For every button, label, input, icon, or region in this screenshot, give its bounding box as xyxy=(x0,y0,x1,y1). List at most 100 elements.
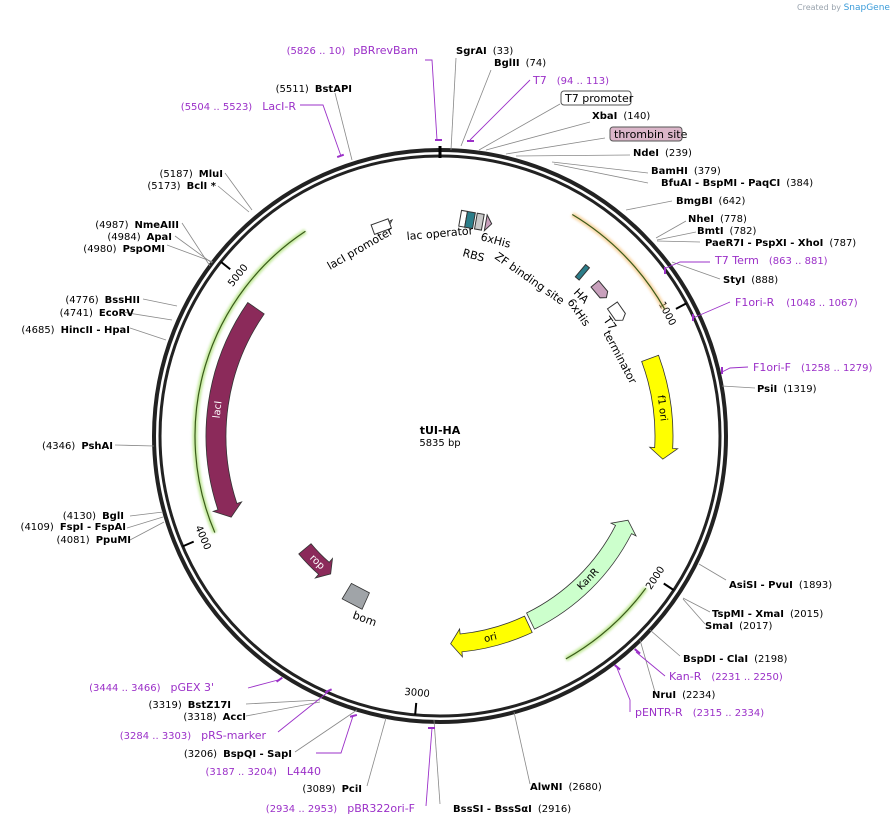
rbs-label: RBS xyxy=(461,246,486,264)
primer-f1ori-r: F1ori-R xyxy=(735,296,775,309)
site-bspqi: BspQI - SapI xyxy=(223,749,292,760)
site-bmti: BmtI xyxy=(697,226,724,237)
site-ndei: NdeI xyxy=(633,148,659,159)
svg-text:(5173)BclI *: (5173)BclI * xyxy=(147,181,216,192)
scale-tick-1000 xyxy=(675,302,688,310)
svg-text:AsiSI - PvuI(1893): AsiSI - PvuI(1893) xyxy=(729,580,832,591)
svg-text:(4346)PshAI: (4346)PshAI xyxy=(42,441,113,452)
scale-tick-3000 xyxy=(414,702,418,715)
site-ppumi: PpuMI xyxy=(96,535,131,546)
site-bsssi: BssSI - BssSαI xyxy=(453,804,532,815)
scale-tick-5000 xyxy=(220,260,231,271)
svg-text:(4776)BssHII: (4776)BssHII xyxy=(65,295,140,306)
small-features xyxy=(370,209,626,321)
site-prui: NruI xyxy=(652,690,676,701)
svg-text:pENTR-R(2315 .. 2334): pENTR-R(2315 .. 2334) xyxy=(635,706,764,719)
svg-text:NdeI(239): NdeI(239) xyxy=(633,148,692,159)
svg-text:BmtI(782): BmtI(782) xyxy=(697,226,757,237)
svg-text:BamHI(379): BamHI(379) xyxy=(651,166,721,177)
restriction-sites: SgrAI(33) BglII(74) XbaI(140) NdeI(239) … xyxy=(21,46,857,815)
lac-operator-label: lac operator xyxy=(406,224,474,243)
site-asisi: AsiSI - PvuI xyxy=(729,580,793,591)
svg-text:(4980)PspOMI: (4980)PspOMI xyxy=(83,244,165,255)
svg-text:F1ori-R(1048 .. 1067): F1ori-R(1048 .. 1067) xyxy=(735,296,858,309)
feature-label-laci: lacI xyxy=(212,400,225,419)
his-box xyxy=(473,212,485,231)
primer-t7: T7 xyxy=(532,74,547,87)
primers: (5826 .. 10)pBRrevBam T7(94 .. 113) T7 T… xyxy=(89,44,872,815)
site-fspi: FspI - FspAI xyxy=(60,522,126,533)
site-pspomi: PspOMI xyxy=(123,244,165,255)
t7-terminator-box xyxy=(606,301,626,321)
feature-bom xyxy=(341,582,370,610)
t7-promoter-label: T7 promoter xyxy=(564,92,634,105)
primer-pbr322ori-f: pBR322ori-F xyxy=(347,802,415,815)
rbs-box xyxy=(464,210,476,230)
svg-text:(5504 .. 5523)LacI-R: (5504 .. 5523)LacI-R xyxy=(181,100,297,113)
credit-prefix: Created by xyxy=(797,3,842,12)
site-psii: PsiI xyxy=(757,384,777,395)
svg-text:(3284 .. 3303)pRS-marker: (3284 .. 3303)pRS-marker xyxy=(120,729,267,742)
primer-t7term: T7 Term xyxy=(714,254,759,267)
thrombin-site-label: thrombin site xyxy=(614,128,688,141)
zf-label: ZF binding site xyxy=(492,250,567,308)
feature-rop xyxy=(298,543,334,579)
svg-text:T7 Term(863 .. 881): T7 Term(863 .. 881) xyxy=(714,254,828,267)
svg-text:(4987)NmeAIII: (4987)NmeAIII xyxy=(95,220,179,231)
site-bspdi: BspDI - ClaI xyxy=(683,654,748,665)
primer-prs-marker: pRS-marker xyxy=(201,729,266,742)
svg-text:(4685)HincII - HpaI: (4685)HincII - HpaI xyxy=(21,325,130,336)
feature-ori xyxy=(450,615,533,659)
svg-text:(5187)MluI: (5187)MluI xyxy=(160,169,223,180)
primer-pbrrevbam: pBRrevBam xyxy=(353,44,418,57)
site-nhei: NheI xyxy=(688,214,714,225)
svg-text:NruI(2234): NruI(2234) xyxy=(652,690,715,701)
svg-text:(5826 .. 10)pBRrevBam: (5826 .. 10)pBRrevBam xyxy=(287,44,418,57)
ha-box xyxy=(574,263,591,281)
svg-text:SgrAI(33): SgrAI(33) xyxy=(456,46,513,57)
feature-f1-ori xyxy=(641,354,679,460)
site-tspmi: TspMI - XmaI xyxy=(712,609,784,620)
site-acci: AccI xyxy=(223,712,246,723)
zf-site xyxy=(483,213,493,233)
his2-label: 6xHis xyxy=(565,296,593,329)
site-apai: ApaI xyxy=(147,232,172,243)
primer-laci-r: LacI-R xyxy=(262,100,296,113)
svg-text:SmaI(2017): SmaI(2017) xyxy=(705,621,772,632)
svg-text:Kan-R(2231 .. 2250): Kan-R(2231 .. 2250) xyxy=(669,670,783,683)
kanr-outer-arc xyxy=(565,587,647,660)
site-alwni: AlwNI xyxy=(530,782,563,793)
svg-text:BspDI - ClaI(2198): BspDI - ClaI(2198) xyxy=(683,654,787,665)
site-bglii: BglII xyxy=(494,58,520,69)
svg-text:(4109)FspI - FspAI: (4109)FspI - FspAI xyxy=(21,522,126,533)
site-bstapi: BstAPI xyxy=(315,84,352,95)
svg-text:XbaI(140): XbaI(140) xyxy=(592,111,650,122)
plasmid-name: tUI-HA xyxy=(420,424,461,437)
bom-label: bom xyxy=(351,609,378,630)
svg-text:StyI(888): StyI(888) xyxy=(723,275,778,286)
primer-leaders xyxy=(247,59,749,807)
svg-text:(3319)BstZ17I: (3319)BstZ17I xyxy=(148,700,231,711)
primer-pentr-r: pENTR-R xyxy=(635,706,683,719)
scale-label-4000: 4000 xyxy=(192,524,212,552)
site-bamhi: BamHI xyxy=(651,166,688,177)
svg-text:TspMI - XmaI(2015): TspMI - XmaI(2015) xyxy=(712,609,823,620)
t7t-label-2: terminator xyxy=(600,328,639,386)
feature-label-f1-ori: f1 ori xyxy=(655,394,669,421)
site-ecorv: EcoRV xyxy=(99,308,134,319)
svg-text:NheI(778): NheI(778) xyxy=(688,214,747,225)
svg-text:(3444 .. 3466)pGEX 3': (3444 .. 3466)pGEX 3' xyxy=(89,681,214,694)
site-bfuai: BfuAI - BspMI - PaqCI xyxy=(661,178,780,189)
site-hincii: HincII - HpaI xyxy=(61,325,130,336)
scale-tick-2000 xyxy=(663,582,675,591)
scale-label-2000: 2000 xyxy=(644,565,667,592)
svg-text:(4130)BglI: (4130)BglI xyxy=(63,511,124,522)
scale-tick-4000 xyxy=(182,540,195,548)
svg-text:(3187 .. 3204)L4440: (3187 .. 3204)L4440 xyxy=(205,765,321,778)
svg-text:F1ori-F(1258 .. 1279): F1ori-F(1258 .. 1279) xyxy=(753,361,872,374)
site-pcii: PciI xyxy=(342,784,362,795)
svg-text:BglII(74): BglII(74) xyxy=(494,58,546,69)
credit-brand: SnapGene xyxy=(843,3,890,13)
